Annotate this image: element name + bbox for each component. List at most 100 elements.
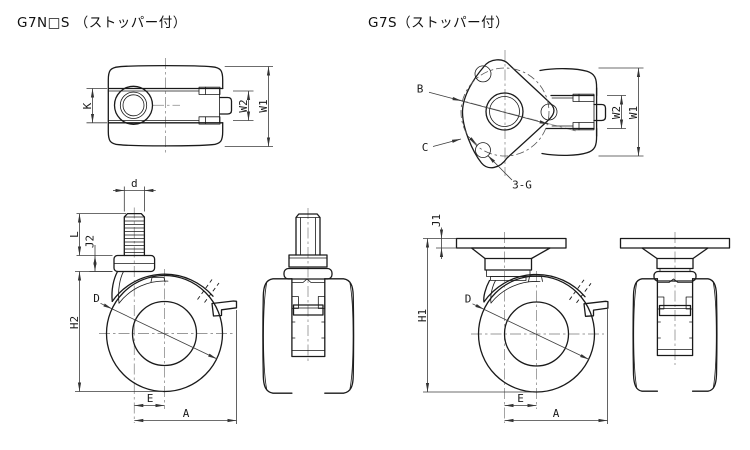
fork-tick-marks: [291, 307, 326, 339]
stopper-hinge-bottom: [198, 116, 221, 125]
dim-h2-extension-lines: [75, 271, 163, 392]
plate-cone: [470, 247, 551, 260]
stopper-block-right: [317, 296, 326, 309]
wheel-hub-circle: [131, 300, 198, 367]
left-wheel-outline: [262, 278, 293, 394]
center-fork-outline: [291, 278, 326, 358]
collar-block: [288, 254, 328, 268]
dim-label-a: A: [183, 407, 190, 420]
left-wheel-tread-line: [633, 281, 638, 389]
cover-top-tab: [528, 276, 543, 282]
stopper-bar: [292, 304, 324, 316]
dim-label-w1: W1: [627, 106, 640, 119]
swivel-horn-inner-edge: [490, 280, 496, 304]
stopper-pedal: [593, 103, 607, 122]
dim-label-a: A: [553, 407, 560, 420]
dim-label-k: K: [81, 102, 94, 109]
wheel-outer-circle: [477, 275, 596, 393]
right-wheel-outline: [691, 278, 718, 392]
stopper-pedal: [583, 300, 609, 317]
dim-label-w1: W1: [257, 99, 270, 112]
dim-k-extension-lines: [86, 88, 107, 124]
center-boss-outer-circle: [485, 92, 524, 131]
dim-w1-extension-lines: [224, 66, 273, 147]
wheel-outer-circle: [105, 274, 224, 393]
callout-b-leader: [428, 91, 462, 102]
center-fork-outline: [656, 278, 694, 357]
stem-caster-front-view: [262, 208, 355, 394]
plate-caster-front-view: [619, 232, 731, 392]
collar-ring: [283, 267, 333, 280]
stem-socket-inner-circle: [122, 94, 145, 117]
stem-socket-outer-circle: [113, 85, 154, 125]
callout-hole-arrow-lower: [487, 155, 506, 174]
swivel-horn-inner-edge: [118, 271, 124, 304]
stopper-bar: [658, 304, 692, 317]
dim-label-l: L: [68, 231, 81, 238]
bolt-circle: [460, 67, 550, 157]
callout-label-c: C: [422, 141, 429, 154]
stopper-block-left: [291, 296, 299, 309]
dim-label-dia: D: [465, 293, 472, 306]
center-boss-inner-circle: [489, 96, 520, 127]
dim-l-extension-lines: [76, 213, 126, 256]
stopper-hinge-top: [198, 86, 221, 95]
dim-label-j2: J2: [84, 235, 97, 248]
top-plate: [455, 237, 567, 249]
dim-label-d: d: [131, 177, 138, 190]
wheel-bottom-outline: [541, 127, 598, 157]
dim-dia-line: [483, 309, 590, 360]
stopper-pedal: [219, 96, 233, 115]
right-wheel-tread-line: [712, 281, 717, 389]
mounting-hole-bottom: [475, 142, 491, 159]
wheel-cover-arc-inner: [490, 281, 541, 304]
top-wheel-outline: [107, 64, 224, 90]
callout-hole-arrow-upper: [469, 137, 478, 145]
dim-label-w2: W2: [610, 106, 623, 119]
dim-label-j1: J1: [430, 214, 443, 227]
dim-h1-extension-lines: [423, 238, 533, 393]
left-wheel-tread-line: [263, 281, 268, 391]
dim-w1-extension-lines: [598, 67, 644, 157]
callout-c-leader: [432, 138, 462, 147]
right-wheel-outline: [324, 278, 355, 394]
stopper-pedal: [211, 300, 238, 317]
threaded-stem-outline: [295, 213, 321, 256]
dim-label-w2: W2: [237, 99, 250, 112]
swivel-horn-outer-edge: [111, 270, 119, 303]
callout-label-b: B: [417, 83, 424, 96]
g7ns-top-view: K W2 W1: [81, 58, 273, 155]
wheel-cover-arc-inner: [118, 280, 169, 304]
collar-ring: [653, 270, 697, 282]
dim-dia-leader: [100, 302, 113, 310]
dim-label-h1: H1: [416, 309, 429, 322]
callout-label-3g: 3-G: [512, 179, 532, 192]
threaded-stem-outline: [123, 212, 146, 257]
wheel-side-and-band: [545, 87, 598, 137]
left-wheel-outline: [632, 278, 659, 392]
title-g7ns: G7N□S （ストッパー付）: [17, 15, 187, 31]
wheel-hub-circle: [503, 301, 570, 367]
fork-detail-lines: [291, 278, 326, 351]
mounting-plate-outline: [461, 59, 555, 169]
cover-top-tab: [150, 277, 166, 283]
mounting-hole-right: [540, 103, 558, 121]
stem-thread-lines: [123, 216, 145, 253]
stem-caster-side-view: d L J2 D H2 E A: [68, 177, 238, 424]
stopper-block-left: [657, 296, 665, 310]
swivel-horn-outer-edge: [483, 279, 491, 303]
wheel-cover-arc-outer: [483, 273, 586, 303]
stopper-block-right: [685, 296, 693, 310]
plate-caster-side-view: J1 H1 D E A: [416, 214, 609, 424]
fork-detail-lines: [657, 278, 693, 350]
dim-dia-line: [111, 308, 218, 360]
dim-j1-extension-lines: [436, 238, 457, 249]
stopper-hinge-top: [572, 93, 595, 102]
stem-inner-lines: [295, 217, 321, 256]
wheel-top-outline: [539, 68, 598, 97]
swivel-cylinder: [484, 257, 533, 271]
mounting-hole-top: [474, 65, 492, 83]
callout-b-diameter-line: [461, 100, 549, 125]
